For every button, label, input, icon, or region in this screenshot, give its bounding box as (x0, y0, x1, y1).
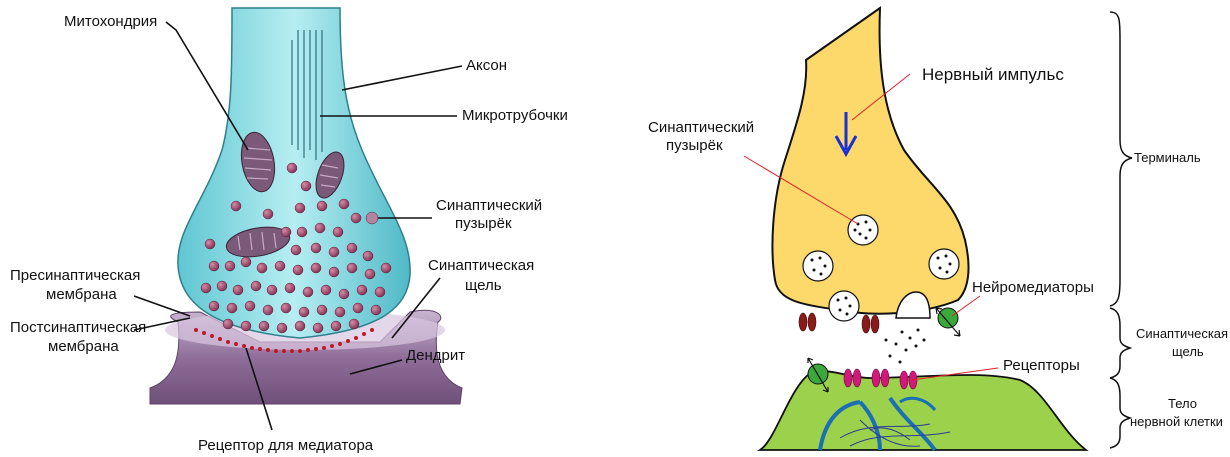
label-cleft-line2-right: щель (1172, 344, 1204, 359)
label-presynaptic-line1: Пресинаптическая (10, 267, 140, 284)
label-right-vesicle-line2: пузырёк (666, 137, 723, 154)
label-presynaptic-line2: мембрана (46, 286, 117, 303)
label-receptor: Рецептор для медиатора (198, 437, 374, 454)
label-mitochondria: Митохондрия (64, 13, 157, 30)
left-diagram: Митохондрия Аксон Микротрубочки Синаптич… (10, 8, 568, 454)
label-terminal: Терминаль (1134, 150, 1201, 165)
label-vesicle-line1: Синаптический (436, 197, 542, 214)
label-cell-body-line2: нервной клетки (1130, 414, 1223, 429)
right-braces (1110, 12, 1132, 448)
label-cleft-line1-right: Синаптическая (1136, 326, 1228, 341)
label-right-vesicle-line1: Синаптический (648, 119, 754, 136)
label-receptors: Рецепторы (1003, 357, 1080, 374)
label-microtubules: Микротрубочки (462, 107, 568, 124)
label-neuromediators: Нейромедиаторы (972, 279, 1094, 296)
label-postsynaptic-line1: Постсинаптическая (10, 319, 146, 336)
label-dendrite: Дендрит (406, 347, 465, 364)
label-cell-body-line1: Тело (1168, 396, 1197, 411)
right-diagram: Нервный импульс Синаптический пузырёк Не… (648, 8, 1228, 450)
label-postsynaptic-line2: мембрана (48, 338, 119, 355)
label-cleft-line2: щель (465, 277, 502, 294)
label-axon: Аксон (466, 57, 507, 74)
label-cleft-line1: Синаптическая (428, 257, 534, 274)
label-impulse: Нервный импульс (922, 65, 1064, 84)
label-vesicle-line2: пузырёк (455, 215, 512, 232)
